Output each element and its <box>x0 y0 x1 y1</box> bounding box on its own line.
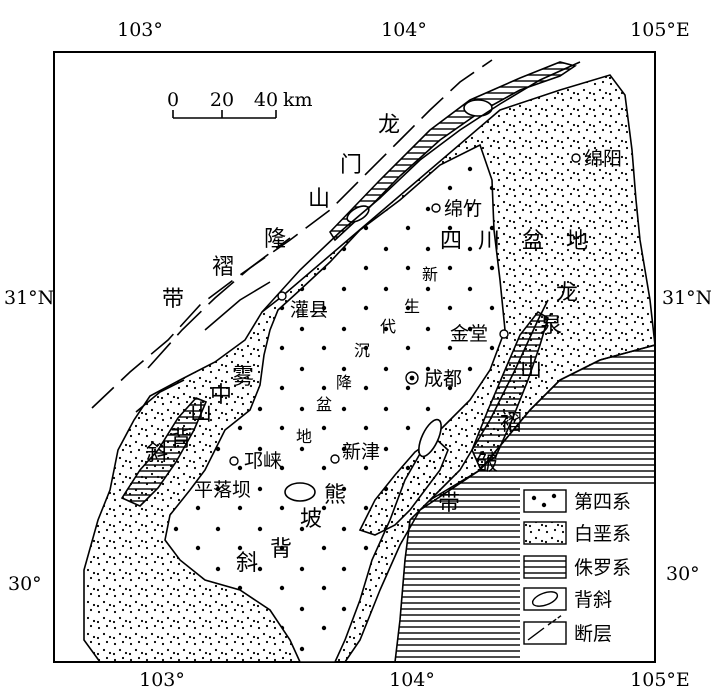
svg-text:沉: 沉 <box>354 341 370 360</box>
svg-text:背: 背 <box>170 427 192 452</box>
legend-label-fault: 断层 <box>574 623 612 645</box>
marker-chengdu-center <box>409 375 415 381</box>
svg-text:斜: 斜 <box>146 441 168 466</box>
places: 绵阳 绵竹 灌县 金堂 成都 邛崃 新津 平落坝 <box>194 148 622 501</box>
legend-swatch-jurassic <box>523 555 567 579</box>
marker-guanxian <box>277 291 287 301</box>
marker-qionglai <box>229 456 239 466</box>
svg-text:川: 川 <box>478 229 500 254</box>
lon-top-105: 105°E <box>630 19 690 41</box>
svg-text:地: 地 <box>296 427 312 446</box>
label-longquanshan: 龙 泉 山 褶 皱 带 <box>438 281 578 516</box>
lon-bottom-103: 103° <box>139 669 185 691</box>
svg-text:山: 山 <box>520 357 542 382</box>
place-chengdu: 成都 <box>424 368 462 390</box>
coordinate-labels: 103° 104° 105°E 103° 104° 105°E 31°N 30°… <box>4 19 711 691</box>
scale-tick-40: 40 <box>254 89 278 111</box>
svg-text:地: 地 <box>566 229 588 254</box>
svg-text:四: 四 <box>440 229 462 254</box>
svg-text:雾: 雾 <box>232 365 254 390</box>
place-mianyang: 绵阳 <box>584 148 622 170</box>
svg-text:门: 门 <box>340 153 362 178</box>
svg-text:熊: 熊 <box>324 483 346 508</box>
lon-bottom-104: 104° <box>389 669 435 691</box>
place-xinjin: 新津 <box>342 441 380 463</box>
marker-xinjin <box>330 454 340 464</box>
svg-text:坡: 坡 <box>300 507 322 532</box>
lat-left-31: 31°N <box>4 287 54 309</box>
svg-text:降: 降 <box>336 373 352 392</box>
anticline-ellipse-xiongpo <box>284 482 316 502</box>
scale-tick-20: 20 <box>210 89 234 111</box>
anticline-ellipse-north <box>463 99 493 117</box>
svg-text:皱: 皱 <box>476 451 498 476</box>
svg-text:新: 新 <box>422 265 438 284</box>
svg-text:褶: 褶 <box>500 411 522 436</box>
svg-text:带: 带 <box>162 287 184 312</box>
scale-tick-0: 0 <box>167 89 179 111</box>
place-pingluoba: 平落坝 <box>194 479 251 501</box>
lon-bottom-105: 105°E <box>630 669 690 691</box>
legend-label-quaternary: 第四系 <box>574 491 631 513</box>
jurassic-band-wuzhong <box>120 397 208 507</box>
svg-text:中: 中 <box>210 383 232 408</box>
place-qionglai: 邛崃 <box>244 450 282 472</box>
marker-mianzhu <box>431 203 441 213</box>
jurassic-band-longquan <box>471 310 549 470</box>
place-jintang: 金堂 <box>450 323 488 345</box>
quaternary-basin-fill <box>165 145 505 662</box>
svg-text:泉: 泉 <box>540 313 562 338</box>
marker-mianyang <box>571 153 581 163</box>
svg-text:生: 生 <box>404 297 420 316</box>
lat-right-31: 31°N <box>662 287 711 309</box>
svg-text:斜: 斜 <box>236 551 258 576</box>
svg-text:山: 山 <box>190 401 212 426</box>
svg-text:山: 山 <box>308 187 330 212</box>
lon-top-104: 104° <box>381 19 427 41</box>
svg-text:代: 代 <box>380 317 396 336</box>
legend: 第四系 白垩系 侏罗系 背斜 断层 <box>520 486 654 660</box>
legend-label-anticline: 背斜 <box>574 589 612 611</box>
svg-text:盆: 盆 <box>522 229 544 254</box>
cretaceous-ridge <box>358 436 449 536</box>
lat-left-30: 30° <box>8 573 42 595</box>
label-basin-depression: 新 生 代 沉 降 盆 地 <box>296 265 438 446</box>
label-longmenshan: 龙 门 山 隆 褶 带 <box>162 113 400 312</box>
svg-text:带: 带 <box>438 491 460 516</box>
label-wuzhongshan: 雾 中 山 背 斜 <box>146 365 254 466</box>
legend-label-jurassic: 侏罗系 <box>574 557 631 579</box>
label-xiongpo: 熊 坡 背 斜 <box>236 483 346 576</box>
legend-swatch-fault <box>523 621 567 645</box>
fault-lines <box>91 59 581 501</box>
legend-swatch-cretaceous <box>523 521 567 545</box>
legend-label-cretaceous: 白垩系 <box>574 523 631 545</box>
scale-unit: km <box>283 89 313 111</box>
anticline-ellipse-longquan <box>418 418 442 458</box>
lat-right-30: 30° <box>666 563 700 585</box>
svg-text:龙: 龙 <box>378 113 400 138</box>
label-sichuan-basin: 四 川 盆 地 <box>440 229 588 254</box>
scale-bar: 0 20 40 km <box>167 89 313 119</box>
svg-text:背: 背 <box>270 537 292 562</box>
legend-swatch-quaternary <box>523 489 567 513</box>
svg-text:盆: 盆 <box>316 395 332 414</box>
svg-text:龙: 龙 <box>556 281 578 306</box>
marker-jintang <box>499 329 509 339</box>
svg-text:褶: 褶 <box>212 255 234 280</box>
place-guanxian: 灌县 <box>290 299 328 321</box>
lon-top-103: 103° <box>117 19 163 41</box>
place-mianzhu: 绵竹 <box>444 198 482 220</box>
svg-text:隆: 隆 <box>264 227 286 252</box>
